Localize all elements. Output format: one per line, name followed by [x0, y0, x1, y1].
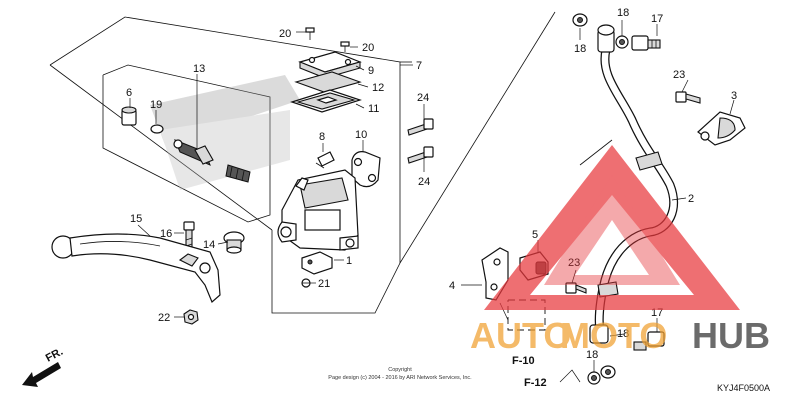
group-outline-leader [49, 64, 273, 231]
part-20-screw-right[interactable] [340, 41, 350, 52]
label-part-18-top-right: 18 [617, 7, 629, 19]
label-part-24-upper: 24 [417, 92, 429, 104]
part-14-dust-cap[interactable] [223, 231, 245, 254]
master-cylinder-body[interactable] [277, 169, 359, 251]
part-1-stop-switch[interactable] [301, 251, 333, 275]
part-8-switch-bracket[interactable] [315, 151, 335, 169]
label-part-16: 16 [160, 228, 172, 240]
svg-text:AUTO: AUTO [470, 315, 571, 356]
ref-label-f12: F-12 [524, 377, 547, 389]
part-20-screw-left[interactable] [305, 27, 315, 40]
label-part-6: 6 [126, 87, 132, 99]
piston-assembly[interactable] [173, 139, 251, 183]
part-10-holder[interactable] [351, 151, 381, 188]
label-part-9: 9 [368, 65, 374, 77]
part-11-diaphragm[interactable] [290, 89, 362, 113]
label-part-18-mid: 18 [617, 328, 629, 340]
label-part-3: 3 [731, 90, 737, 102]
diagram-code: KYJ4F0500A [717, 383, 770, 393]
label-part-18-bottom: 18 [586, 349, 598, 361]
leader-lines [129, 20, 735, 372]
ref-arrow-f12 [559, 369, 581, 383]
label-part-20-right: 20 [362, 42, 374, 54]
ref-label-f10: F-10 [512, 355, 535, 367]
part-15-brake-lever[interactable] [51, 233, 221, 304]
label-part-22: 22 [158, 312, 170, 324]
svg-text:HUB: HUB [692, 315, 770, 356]
part-3-hose-clamp[interactable] [697, 111, 746, 146]
part-24-bolt-upper[interactable] [407, 118, 434, 136]
label-part-2: 2 [688, 193, 694, 205]
label-part-19: 19 [150, 99, 162, 111]
label-part-24-lower: 24 [418, 176, 430, 188]
group-outline-piston-kit [102, 64, 271, 223]
label-part-11: 11 [368, 103, 379, 115]
label-part-12: 12 [372, 82, 384, 94]
part-17-oil-bolt-bottom[interactable] [633, 331, 665, 351]
part-21-screw[interactable] [301, 278, 311, 288]
connector-hose-lower [579, 139, 613, 166]
part-17-oil-bolt-top[interactable] [631, 35, 661, 51]
label-part-5: 5 [532, 229, 538, 241]
label-part-17-top: 17 [651, 13, 663, 25]
part-23-bolt-lower[interactable] [565, 282, 587, 294]
hatch-pattern [150, 75, 300, 190]
front-direction-arrow: FR. [22, 346, 65, 387]
watermark-triangle-icon [484, 145, 740, 310]
label-part-14: 14 [203, 239, 215, 251]
label-part-23-upper: 23 [673, 69, 685, 81]
svg-text:FR.: FR. [44, 346, 65, 365]
part-2-brake-hose[interactable] [589, 24, 679, 344]
part-24-bolt-lower[interactable] [407, 146, 434, 164]
label-part-10: 10 [355, 129, 367, 141]
part-23-bolt-upper[interactable] [675, 91, 701, 104]
svg-text:MOTO: MOTO [560, 315, 667, 356]
label-part-21: 21 [318, 278, 330, 290]
label-part-1: 1 [346, 255, 352, 267]
label-part-15: 15 [130, 213, 142, 225]
label-part-13: 13 [193, 63, 205, 75]
part-22-nut[interactable] [183, 309, 199, 325]
label-part-8: 8 [319, 131, 325, 143]
watermark-logo: AUTO MOTO HUB [470, 145, 770, 356]
part-19-o-ring[interactable] [150, 124, 164, 134]
label-part-7: 7 [416, 60, 422, 72]
part-12-plate[interactable] [294, 71, 362, 93]
label-part-23-lower: 23 [568, 257, 580, 269]
copyright-line-1: Copyright [388, 367, 412, 373]
label-part-20-left: 20 [279, 28, 291, 40]
label-part-18-top-left: 18 [574, 43, 586, 55]
connector-master-to-hose [399, 11, 556, 264]
copyright-line-2: Page design (c) 2004 - 2016 by ARI Netwo… [328, 375, 472, 381]
label-part-4: 4 [449, 280, 455, 292]
part-6-cup[interactable] [121, 106, 137, 126]
